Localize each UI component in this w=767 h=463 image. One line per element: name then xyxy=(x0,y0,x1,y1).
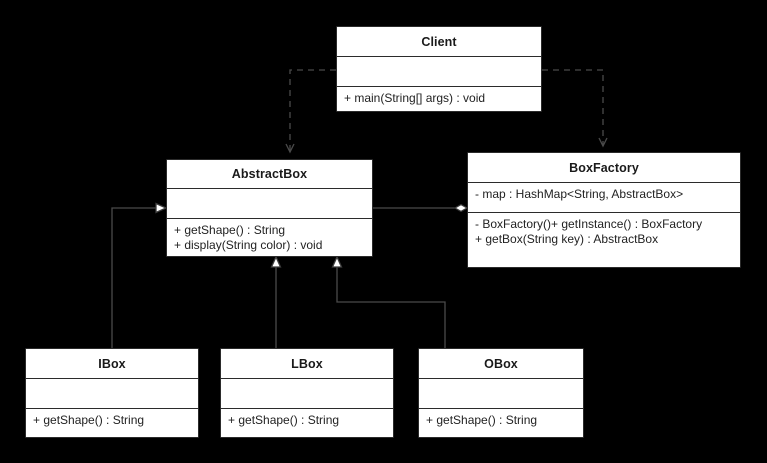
class-operations-lbox: + getShape() : String xyxy=(221,409,393,437)
class-name-client: Client xyxy=(337,27,541,57)
operation-item: + getShape() : String xyxy=(426,413,538,427)
edge-obox-to-abstractbox xyxy=(331,255,446,348)
operation-item: - BoxFactory()+ getInstance() : BoxFacto… xyxy=(475,217,703,231)
class-box-lbox[interactable]: LBox + getShape() : String xyxy=(220,348,394,438)
edge-ibox-to-abstractbox xyxy=(111,202,168,348)
class-name-obox: OBox xyxy=(419,349,583,379)
class-operations-boxfactory: - BoxFactory()+ getInstance() : BoxFacto… xyxy=(468,213,740,267)
class-attributes-abstractbox xyxy=(167,189,372,219)
class-attributes-boxfactory: - map : HashMap<String, AbstractBox> xyxy=(468,183,740,213)
class-box-client[interactable]: Client + main(String[] args) : void xyxy=(336,26,542,112)
class-name-abstractbox: AbstractBox xyxy=(167,160,372,190)
class-name-lbox: LBox xyxy=(221,349,393,379)
operation-item: + getShape() : String xyxy=(33,413,145,427)
class-box-abstractbox[interactable]: AbstractBox + getShape() : String + disp… xyxy=(166,159,373,257)
operation-item: + getShape() : String xyxy=(228,413,340,427)
edge-client-to-boxfactory xyxy=(542,69,608,148)
class-name-boxfactory: BoxFactory xyxy=(468,153,740,183)
class-box-obox[interactable]: OBox + getShape() : String xyxy=(418,348,584,438)
operation-item: + display(String color) : void xyxy=(174,238,323,252)
operation-item: + getShape() : String xyxy=(174,223,286,237)
class-attributes-client xyxy=(337,57,541,87)
class-box-boxfactory[interactable]: BoxFactory - map : HashMap<String, Abstr… xyxy=(467,152,741,268)
class-attributes-ibox xyxy=(26,379,198,409)
class-name-ibox: IBox xyxy=(26,349,198,379)
edge-client-to-abstractbox xyxy=(285,69,336,154)
class-attributes-lbox xyxy=(221,379,393,409)
operation-item: + getBox(String key) : AbstractBox xyxy=(475,232,659,246)
class-operations-ibox: + getShape() : String xyxy=(26,409,198,437)
class-box-ibox[interactable]: IBox + getShape() : String xyxy=(25,348,199,438)
attribute-item: - map : HashMap<String, AbstractBox> xyxy=(475,187,684,201)
class-operations-abstractbox: + getShape() : String + display(String c… xyxy=(167,219,372,256)
class-attributes-obox xyxy=(419,379,583,409)
operation-item: + main(String[] args) : void xyxy=(344,91,486,105)
class-operations-client: + main(String[] args) : void xyxy=(337,87,541,111)
class-operations-obox: + getShape() : String xyxy=(419,409,583,437)
